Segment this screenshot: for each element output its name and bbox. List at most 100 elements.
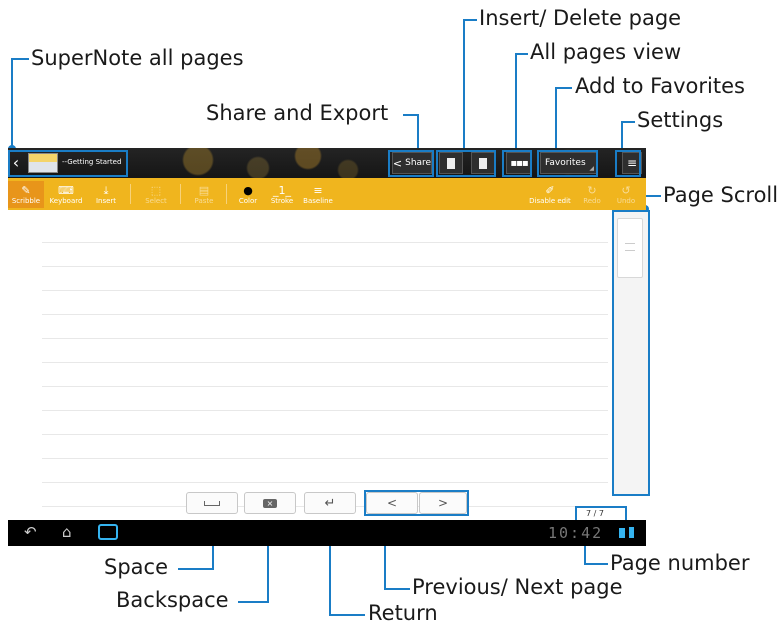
highlight-page-scroll — [612, 210, 650, 496]
prev-label: < — [386, 496, 398, 510]
ruled-line — [42, 242, 608, 243]
favorites-label: Favorites — [545, 158, 586, 168]
keyboard-icon: ⌨ — [58, 183, 74, 197]
grid-icon: ▪▪▪ — [510, 157, 528, 169]
dropdown-corner-icon: ◢ — [589, 165, 594, 172]
home-nav-icon[interactable]: ⌂ — [62, 523, 72, 541]
toolbar-divider — [180, 184, 181, 204]
delete-page-button[interactable] — [471, 152, 495, 174]
scribble-label: Scribble — [11, 196, 41, 205]
menu-icon: ≡ — [626, 156, 638, 170]
redo-icon: ↻ — [587, 183, 597, 197]
select-icon: ⬚ — [150, 183, 162, 197]
color-label: Color — [238, 196, 258, 205]
keyboard-label: Keyboard — [49, 196, 83, 205]
ruled-line — [42, 266, 608, 267]
highlight-settings — [615, 150, 641, 177]
stroke-icon: _1_ — [273, 183, 291, 197]
ruled-line — [42, 458, 608, 459]
back-nav-icon[interactable]: ↶ — [24, 523, 37, 541]
delete-page-icon — [479, 157, 487, 169]
clock: 10:42 — [548, 524, 604, 542]
ruled-line — [42, 338, 608, 339]
ruled-line — [42, 314, 608, 315]
return-icon: ↵ — [324, 495, 336, 511]
signal-icon — [619, 528, 625, 538]
callout-supernote-all-pages: SuperNote all pages — [31, 46, 244, 70]
return-button[interactable]: ↵ — [304, 492, 356, 514]
insert-page-button[interactable] — [439, 152, 463, 174]
disable-edit-tool[interactable]: ✐ Disable edit — [528, 181, 572, 208]
edit-toolbar: ✎ Scribble ⌨ Keyboard ⤓ Insert ⬚ Select … — [8, 178, 646, 210]
callout-settings: Settings — [637, 108, 724, 132]
undo-label: Undo — [616, 196, 636, 205]
notebook-thumbnail[interactable] — [28, 153, 58, 173]
scribble-tool[interactable]: ✎ Scribble — [8, 181, 44, 208]
paste-label: Paste — [194, 196, 214, 205]
notebook-title[interactable]: --Getting Started — [62, 158, 122, 166]
callout-space: Space — [104, 555, 168, 579]
undo-icon: ↺ — [621, 183, 631, 197]
highlight-prev-next — [364, 490, 469, 516]
recent-apps-icon[interactable] — [98, 524, 118, 540]
toolbar-divider — [226, 184, 227, 204]
ruled-line — [42, 410, 608, 411]
grip-icon — [625, 243, 635, 251]
callout-all-pages-view: All pages view — [530, 40, 682, 64]
stroke-tool[interactable]: _1_ Stroke — [264, 181, 300, 208]
share-label: Share — [405, 158, 432, 168]
highlight-share — [388, 150, 434, 177]
space-icon — [204, 500, 220, 506]
highlight-favorites — [537, 150, 598, 177]
pen-off-icon: ✐ — [545, 183, 555, 197]
ruled-line — [42, 290, 608, 291]
highlight-back — [8, 150, 128, 177]
page-number-indicator: 7 / 7 — [586, 509, 604, 518]
next-page-button[interactable]: > — [419, 492, 467, 514]
insert-tool[interactable]: ⤓ Insert — [88, 181, 124, 208]
backspace-icon: × — [263, 498, 277, 508]
baseline-tool[interactable]: ≡ Baseline — [300, 181, 336, 208]
battery-icon — [629, 527, 634, 538]
toolbar-divider — [130, 184, 131, 204]
color-tool[interactable]: ● Color — [230, 181, 266, 208]
callout-previous-next-page: Previous/ Next page — [412, 575, 623, 599]
next-label: > — [437, 496, 449, 510]
callout-add-to-favorites: Add to Favorites — [575, 74, 745, 98]
keyboard-tool[interactable]: ⌨ Keyboard — [48, 181, 84, 208]
color-dot-icon: ● — [243, 183, 253, 197]
select-tool[interactable]: ⬚ Select — [138, 181, 174, 208]
highlight-insert-delete — [436, 150, 496, 177]
share-icon: < — [392, 156, 403, 170]
space-button[interactable] — [186, 492, 238, 514]
paste-tool[interactable]: ▤ Paste — [186, 181, 222, 208]
chevron-left-icon: ‹ — [12, 153, 20, 172]
stroke-label: Stroke — [270, 196, 294, 205]
ruled-line — [42, 482, 608, 483]
callout-backspace: Backspace — [116, 588, 229, 612]
backspace-button[interactable]: × — [244, 492, 296, 514]
callout-page-number: Page number — [610, 551, 750, 575]
paste-icon: ▤ — [198, 183, 210, 197]
callout-share-and-export: Share and Export — [206, 101, 389, 125]
share-button[interactable]: < Share — [392, 152, 432, 174]
settings-menu-button[interactable]: ≡ — [622, 152, 642, 174]
scribble-icon: ✎ — [21, 183, 31, 197]
undo-tool[interactable]: ↺ Undo — [608, 181, 644, 208]
baseline-icon: ≡ — [313, 183, 323, 197]
insert-icon: ⤓ — [103, 183, 109, 197]
ruled-line — [42, 386, 608, 387]
previous-page-button[interactable]: < — [366, 492, 418, 514]
back-button[interactable]: ‹ — [10, 153, 22, 173]
baseline-label: Baseline — [303, 196, 333, 205]
redo-tool[interactable]: ↻ Redo — [574, 181, 610, 208]
ruled-line — [42, 362, 608, 363]
page-scroll-thumb[interactable] — [617, 218, 643, 278]
disable-edit-label: Disable edit — [529, 196, 571, 205]
android-navigation-bar: ↶ ⌂ 10:42 — [8, 520, 646, 546]
insert-label: Insert — [95, 196, 117, 205]
note-page[interactable] — [8, 210, 646, 520]
title-bar: ‹ --Getting Started < Share ▪▪▪ Favorite… — [8, 148, 646, 178]
callout-page-scroll: Page Scroll — [663, 183, 779, 207]
callout-return: Return — [368, 601, 438, 625]
